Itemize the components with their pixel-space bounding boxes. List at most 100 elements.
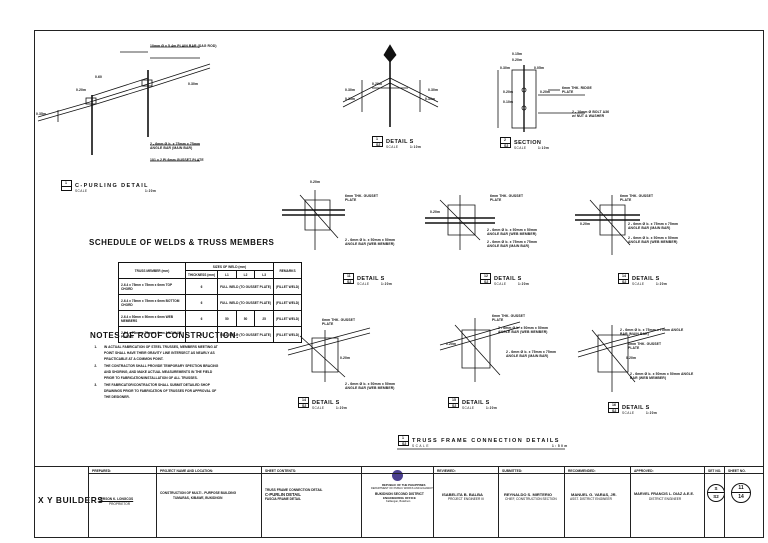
submitted-role: CHIEF, CONSTRUCTION SECTION: [505, 497, 557, 501]
detail-top-title: DETAIL S: [386, 138, 414, 145]
detail-number-box: 1: [61, 180, 72, 191]
office-line-2: DEPARTMENT OF PUBLIC WORKS AND HIGHWAYS: [371, 487, 435, 490]
notes-list: IN ACTUAL FABRICATION OF STEEL TRUSSES, …: [92, 344, 222, 401]
detail-top-dim-1: 0.30m: [345, 88, 356, 92]
col-member: TRUSS MEMBER (mm): [118, 262, 186, 279]
table-row: 2-6.4 x 75mm x 75mm x 6mm ANGULAR PLATES…: [118, 326, 303, 343]
detail-top-dim-5: 0.20m: [372, 82, 383, 86]
firm-name: X Y BUILDERS: [38, 495, 104, 505]
sheet-no-badge: 11 14: [731, 483, 751, 503]
dpwh-seal-icon: [392, 470, 403, 481]
section-top-title: SECTION: [514, 139, 542, 146]
scale-value: 1:20m: [486, 405, 498, 410]
office-line-4: ENGINEERING OFFICE: [383, 496, 416, 500]
col-thickness: THICKNESS (mm): [184, 270, 219, 279]
reviewed-role: PROJECT ENGINEER III: [448, 497, 484, 501]
section-dim-3: 0.30m: [500, 66, 511, 70]
detail-12-dim: 0.20m: [430, 210, 441, 214]
purlin-detail-label: 1 C-PURLING DETAIL SCALE 1:20m: [61, 180, 156, 193]
schedule-title: SCHEDULE OF WELDS & TRUSS MEMBERS: [89, 238, 275, 247]
note-item: IN ACTUAL FABRICATION OF STEEL TRUSSES, …: [98, 344, 222, 362]
reviewed-name: ISABELITA B. BALBA: [442, 492, 483, 497]
sheet-contents-label: SHEET CONTENTS:: [265, 469, 297, 473]
detail-low2-angle2: 2 - 6mm Ø b. x 75mm x 75mm ANGLE BAR (MA…: [506, 350, 557, 358]
detail-low3-dim: 0.20m: [626, 356, 637, 360]
sheet-content-1: TRUSS FRAME CONNECTION DETAIL: [265, 488, 323, 492]
set-no-label: SET NO.: [708, 469, 722, 473]
detail-12-angle1: 2 - 6mm Ø b. x 50mm x 50mm ANGLE BAR (WE…: [487, 228, 538, 236]
detail-low3-title: DETAIL S: [622, 404, 650, 411]
detail-top-dim-4: 0.30m: [428, 88, 439, 92]
scale-label: SCALE: [514, 145, 527, 150]
scale-label: SCALE: [494, 281, 507, 286]
prepared-role: PROPRIETOR: [109, 502, 131, 506]
detail-low3-angle1: 2 - 6mm Ø b. x 75mm x 75mm ANGLE BAR (MA…: [620, 328, 684, 336]
office-line-1: REPUBLIC OF THE PHILIPPINES: [382, 483, 426, 487]
recommended-role: ASST. DISTRICT ENGINEER: [570, 497, 612, 501]
note-item: THE CONTRACTOR SHALL PROVIDE TEMPORARY S…: [98, 363, 222, 381]
detail-low3-angle2: 2 - 6mm Ø b. x 50mm x 50mm ANGLE BAR (WE…: [630, 372, 694, 380]
purlin-dim-2: 0.20m: [76, 88, 87, 92]
scale-value: 1:50m: [552, 443, 569, 448]
scale-label: SCALE: [357, 281, 370, 286]
purlin-dim-4: 0.35m: [36, 112, 47, 116]
approved-label: APPROVED:: [634, 469, 654, 473]
section-dim-1: 0.15m: [512, 52, 523, 56]
detail-low2-dim: 0.20m: [446, 342, 457, 346]
section-callout-ridge: 6mm THK. RIDGE PLATE: [562, 86, 592, 94]
scale-label: SCALE: [412, 443, 430, 448]
scale-value: 1:20m: [518, 281, 530, 286]
purlin-dim-3: 0.30m: [188, 82, 199, 86]
detail-14-title: DETAIL S: [632, 275, 660, 282]
detail-low3-gusset: 6mm THK. GUSSET PLATE: [628, 342, 662, 350]
scale-label: SCALE: [312, 405, 325, 410]
section-callout-bolt: 2 - 10mm Ø BOLT A36 w/ NUT & WASHER: [572, 110, 610, 118]
detail-12-angle2: 2 - 6mm Ø b. x 75mm x 75mm ANGLE BAR (MA…: [487, 240, 538, 248]
reviewed-label: REVIEWED:: [437, 469, 456, 473]
recommended-name: MANUEL G. VARAS, JR.: [571, 492, 617, 497]
office-line-3: BUKIDNON SECOND DISTRICT: [375, 492, 424, 496]
detail-14-gusset: 6mm THK. GUSSET PLATE: [620, 194, 654, 202]
purlin-callout-sagrod: 10mm Ø x 5.4m PLAIN BAR (SAG ROD): [150, 44, 217, 48]
scale-label: SCALE: [632, 281, 645, 286]
detail-12-gusset: 6mm THK. GUSSET PLATE: [490, 194, 524, 202]
submitted-label: SUBMITTED:: [502, 469, 523, 473]
detail-12-title: DETAIL S: [494, 275, 522, 282]
detail-14-angle1: 2 - 6mm Ø b. x 75mm x 75mm ANGLE BAR (MA…: [628, 222, 679, 230]
detail-low2-angle1: 2 - 6mm Ø b. x 50mm x 50mm ANGLE BAR (WE…: [498, 326, 549, 334]
purlin-callout-gusset: 101 x 2 Pl 6mm GUSSET PLATE: [150, 158, 204, 162]
detail-low1-title: DETAIL S: [312, 399, 340, 406]
truss-frame-title: TRUSS FRAME CONNECTION DETAILS: [412, 437, 560, 444]
sheet-content-3: FASCIA FRAME DETAIL: [265, 497, 301, 501]
project-name: CONSTRUCTION OF MULTI - PURPOSE BUILDING: [160, 491, 237, 495]
scale-value: 1:20m: [336, 405, 348, 410]
detail-11-title: DETAIL S: [357, 275, 385, 282]
detail-low1-gusset: 6mm THK. GUSSET PLATE: [322, 318, 356, 326]
scale-label: SCALE: [75, 188, 88, 193]
sheet-content-2: C-PURLIN DETAIL: [265, 492, 301, 497]
office-line-5: Kalilangan, Bukidnon: [386, 500, 411, 503]
detail-top-dim-3: 0.35m: [425, 97, 436, 101]
purlin-dim-1: 0.60: [95, 75, 102, 79]
prepared-name: JERSON K. LONGCOS: [99, 497, 134, 501]
col-l2: L2: [235, 270, 256, 279]
note-item: THE FABRICATOR/CONTRACTOR SHALL SUBMIT D…: [98, 382, 222, 400]
scale-value: 1:20m: [145, 188, 157, 193]
detail-11-angle: 2 - 6mm Ø b. x 50mm x 50mm ANGLE BAR (WE…: [345, 238, 396, 246]
notes-title: NOTES OF ROOF CONSTRUCTION:: [90, 331, 240, 340]
detail-top-dim-2: 0.35m: [345, 97, 356, 101]
detail-low1-dim: 0.20m: [340, 356, 351, 360]
sheet-no-label: SHEET NO.: [728, 469, 746, 473]
set-no-badge: S S2: [707, 484, 725, 502]
purlin-detail-title: C-PURLING DETAIL: [75, 182, 149, 189]
project-location: TUMARAS, KIBAWE, BUKIDNON: [173, 496, 223, 500]
drawing-sheet: [34, 30, 764, 538]
scale-value: 1:20m: [381, 281, 393, 286]
title-block: X Y BUILDERS PREPARED: JERSON K. LONGCOS…: [34, 466, 764, 538]
